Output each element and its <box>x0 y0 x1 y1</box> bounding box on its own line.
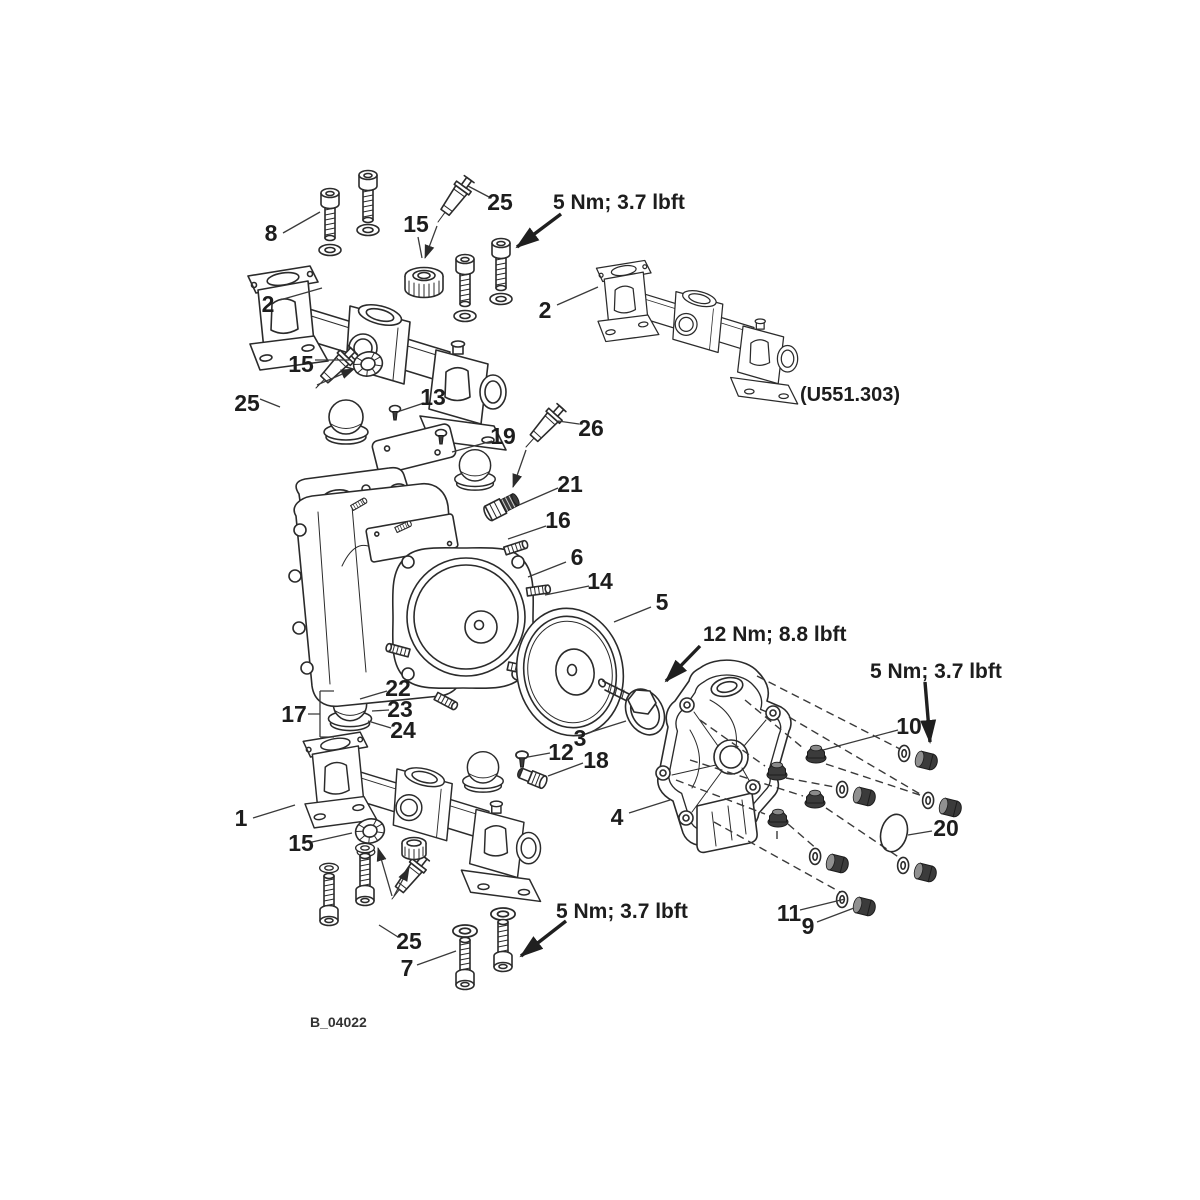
callout-22: 22 <box>385 675 411 701</box>
application-arrows <box>316 225 527 897</box>
screw-13 <box>388 404 402 421</box>
callout-9: 9 <box>802 913 815 939</box>
callout-21: 21 <box>557 471 583 497</box>
callout-8: 8 <box>265 220 278 246</box>
torque-labels: 5 Nm; 3.7 lbft 12 Nm; 8.8 lbft 5 Nm; 3.7… <box>553 191 1002 923</box>
callout-15-top: 15 <box>403 211 429 237</box>
callout-18: 18 <box>583 747 609 773</box>
callout-23: 23 <box>387 696 413 722</box>
valve-cap-3 <box>462 750 504 793</box>
callout-15-mid: 15 <box>288 351 314 377</box>
callout-25-mid: 25 <box>234 390 260 416</box>
torque-note-bottom: 5 Nm; 3.7 lbft <box>556 900 688 923</box>
callout-16: 16 <box>545 507 571 533</box>
callout-25-top: 25 <box>487 189 513 215</box>
torque-note-right: 5 Nm; 3.7 lbft <box>870 660 1002 683</box>
callout-15-bottom: 15 <box>288 830 314 856</box>
callout-12: 12 <box>548 739 574 765</box>
threaded-plug-bottom <box>401 836 427 861</box>
callout-2-left: 2 <box>262 291 275 317</box>
o-ring-20 <box>879 813 909 853</box>
callout-20: 20 <box>933 815 959 841</box>
valve-cap-2 <box>454 448 496 491</box>
torque-arrows <box>515 212 937 958</box>
sealant-syringe-top <box>429 173 478 229</box>
bearing-plate-16 <box>350 496 552 712</box>
sealant-syringe-26 <box>518 400 569 454</box>
figure-code: B_04022 <box>310 1014 367 1030</box>
valve-18 <box>517 767 548 790</box>
assembly-dashed-lines <box>675 675 930 893</box>
ring-nut-top <box>404 266 444 299</box>
callout-5: 5 <box>656 589 669 615</box>
callout-10: 10 <box>896 713 922 739</box>
callout-19: 19 <box>490 423 516 449</box>
screw-12 <box>515 750 529 768</box>
torque-note-top: 5 Nm; 3.7 lbft <box>553 191 685 214</box>
fitting-21 <box>483 493 520 522</box>
manifold-top-right <box>595 259 799 405</box>
callout-26: 26 <box>578 415 604 441</box>
manifold-bottom <box>302 731 542 903</box>
leader-lines <box>252 185 933 966</box>
callout-25-bottom: 25 <box>396 928 422 954</box>
callout-4: 4 <box>611 804 624 830</box>
bolts-bottom-left <box>318 842 376 927</box>
callout-14: 14 <box>587 568 613 594</box>
assembly-reference: (U551.303) <box>800 384 900 406</box>
valve-cap-1 <box>323 399 369 445</box>
callout-11: 11 <box>777 900 802 926</box>
callout-2-right: 2 <box>539 297 552 323</box>
callout-3: 3 <box>574 725 587 751</box>
callout-1: 1 <box>235 805 248 831</box>
callout-17: 17 <box>281 701 307 727</box>
diaphragm-5 <box>515 607 625 737</box>
callout-6: 6 <box>571 544 584 570</box>
gasket-plate-19 <box>371 423 457 475</box>
callout-labels: 8 15 25 2 2 15 25 13 19 26 21 16 6 14 5 … <box>234 189 959 981</box>
bolts-bottom-right <box>452 907 516 991</box>
hex-bolt-3 <box>597 678 666 736</box>
callout-13: 13 <box>420 384 446 410</box>
torque-note-center: 12 Nm; 8.8 lbft <box>703 623 847 646</box>
callout-24: 24 <box>390 717 416 743</box>
callout-7: 7 <box>401 955 414 981</box>
